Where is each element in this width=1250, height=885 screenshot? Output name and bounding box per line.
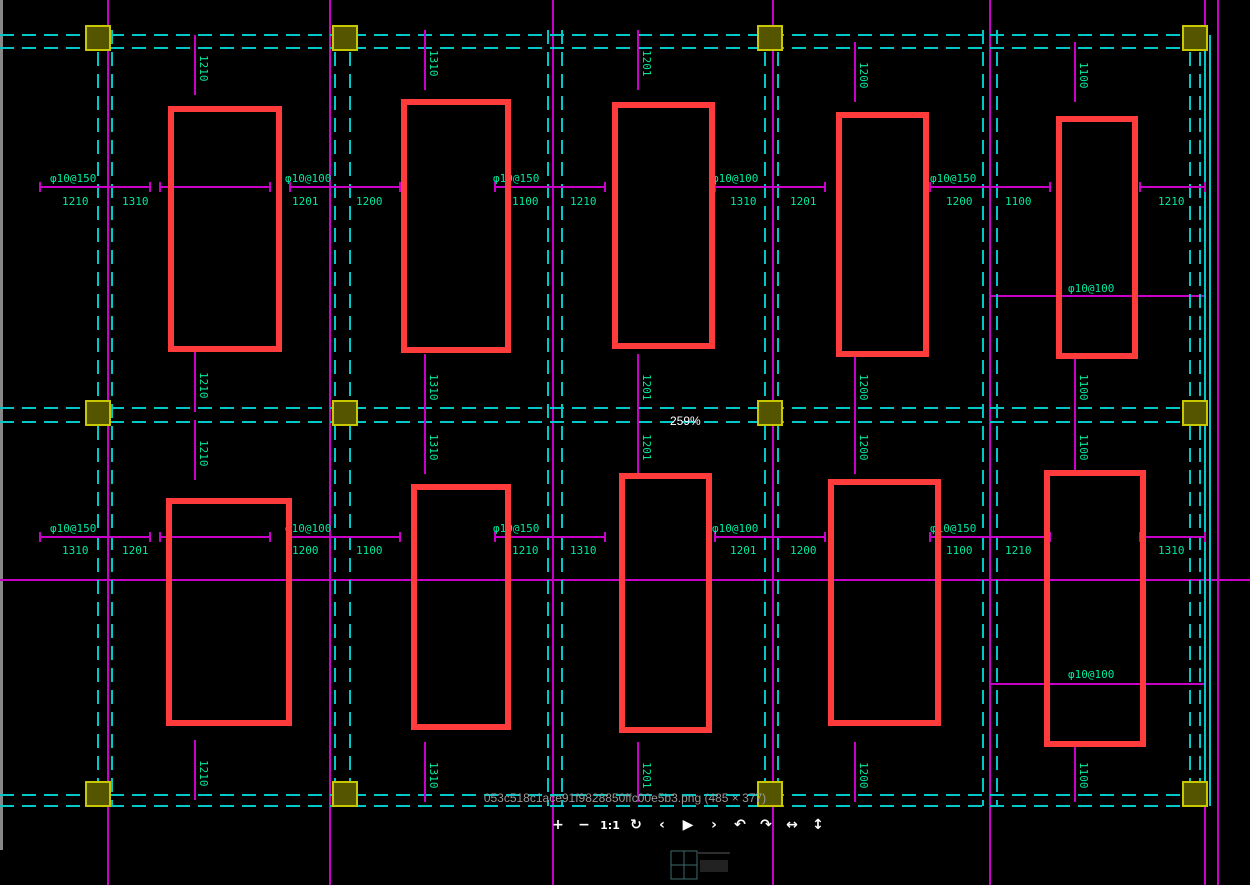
- rebar-label: φ10@150: [493, 172, 539, 185]
- highlight-box: [836, 112, 929, 357]
- play-slideshow-button[interactable]: ▶: [682, 817, 694, 833]
- dimension-label: 1210: [197, 760, 210, 787]
- column: [332, 781, 358, 807]
- highlight-box: [619, 473, 712, 733]
- highlight-box: [1044, 470, 1146, 747]
- dimension-label: 1201: [790, 195, 817, 208]
- rotate-right-button[interactable]: ↷: [760, 817, 772, 833]
- column: [332, 400, 358, 426]
- highlight-box: [828, 479, 941, 726]
- dimension-label: 1100: [356, 544, 383, 557]
- dimension-label: 1201: [640, 374, 653, 401]
- rebar-label: φ10@100: [285, 522, 331, 535]
- dimension-label: 1100: [946, 544, 973, 557]
- flip-vertical-button[interactable]: ↕: [812, 817, 824, 833]
- dimension-label: 1310: [427, 434, 440, 461]
- dimension-label: 1210: [197, 55, 210, 82]
- rebar-label: φ10@100: [285, 172, 331, 185]
- dimension-label: 1210: [62, 195, 89, 208]
- rebar-label: φ10@150: [50, 172, 96, 185]
- dimension-label: 1201: [640, 434, 653, 461]
- rebar-label: φ10@100: [712, 172, 758, 185]
- dimension-label: 1200: [356, 195, 383, 208]
- column: [85, 781, 111, 807]
- dimension-label: 1200: [857, 434, 870, 461]
- dimension-label: 1200: [857, 762, 870, 789]
- next-button[interactable]: ›: [711, 817, 717, 833]
- dimension-label: 1100: [1077, 434, 1090, 461]
- highlight-box: [411, 484, 511, 730]
- column: [757, 400, 783, 426]
- highlight-box: [612, 102, 715, 349]
- dimension-label: 1200: [857, 374, 870, 401]
- column: [757, 25, 783, 51]
- column: [1182, 781, 1208, 807]
- dimension-label: 1210: [570, 195, 597, 208]
- dimension-label: 1200: [857, 62, 870, 89]
- column: [757, 781, 783, 807]
- refresh-icon[interactable]: ↻: [630, 817, 642, 833]
- dimension-label: 1100: [512, 195, 539, 208]
- thumbnail-preview[interactable]: [670, 848, 732, 882]
- rebar-label: φ10@100: [1068, 668, 1114, 681]
- dimension-label: 1310: [570, 544, 597, 557]
- previous-button[interactable]: ‹: [659, 817, 665, 833]
- dimension-label: 1201: [292, 195, 319, 208]
- highlight-box: [168, 106, 282, 352]
- viewer-toolbar: + − 1:1 ↻ ‹ ▶ › ↶ ↷ ↔ ↕: [548, 814, 828, 836]
- dimension-label: 1310: [427, 374, 440, 401]
- dimension-label: 1210: [197, 372, 210, 399]
- rebar-label: φ10@150: [930, 172, 976, 185]
- dimension-label: 1100: [1077, 374, 1090, 401]
- dimension-label: 1310: [62, 544, 89, 557]
- highlight-box: [401, 99, 511, 353]
- flip-horizontal-button[interactable]: ↔: [786, 817, 798, 833]
- dimension-label: 1310: [730, 195, 757, 208]
- viewer-edge: [0, 0, 3, 850]
- dimension-label: 1100: [1005, 195, 1032, 208]
- dimension-label: 1100: [1077, 62, 1090, 89]
- rebar-label: φ10@150: [493, 522, 539, 535]
- column: [1182, 400, 1208, 426]
- rotate-left-button[interactable]: ↶: [734, 817, 746, 833]
- dimension-label: 1310: [427, 762, 440, 789]
- dimension-label: 1210: [1005, 544, 1032, 557]
- dimension-label: 1201: [640, 762, 653, 789]
- dimension-label: 1210: [512, 544, 539, 557]
- dimension-label: 1201: [122, 544, 149, 557]
- dimension-label: 1201: [640, 50, 653, 77]
- rebar-label: φ10@100: [1068, 282, 1114, 295]
- column: [1182, 25, 1208, 51]
- dimension-label: 1310: [1158, 544, 1185, 557]
- rebar-label: φ10@150: [50, 522, 96, 535]
- highlight-box: [1056, 116, 1138, 359]
- column: [332, 25, 358, 51]
- dimension-label: 1310: [427, 50, 440, 77]
- dimension-label: 1210: [197, 440, 210, 467]
- column: [85, 400, 111, 426]
- dimension-label: 1200: [946, 195, 973, 208]
- file-caption: 053c518c1ace91f9828850ffc00e5b3.png (485…: [483, 791, 767, 805]
- dimension-label: 1100: [1077, 762, 1090, 789]
- column: [85, 25, 111, 51]
- actual-size-button[interactable]: 1:1: [600, 818, 620, 832]
- dimension-label: 1200: [292, 544, 319, 557]
- highlight-box: [166, 498, 292, 726]
- dimension-label: 1200: [790, 544, 817, 557]
- rebar-label: φ10@100: [712, 522, 758, 535]
- dimension-label: 1201: [730, 544, 757, 557]
- rebar-label: φ10@150: [930, 522, 976, 535]
- zoom-in-button[interactable]: +: [552, 817, 564, 833]
- zoom-level-label: 259%: [670, 414, 701, 428]
- zoom-out-button[interactable]: −: [578, 817, 590, 833]
- dimension-label: 1210: [1158, 195, 1185, 208]
- dimension-label: 1310: [122, 195, 149, 208]
